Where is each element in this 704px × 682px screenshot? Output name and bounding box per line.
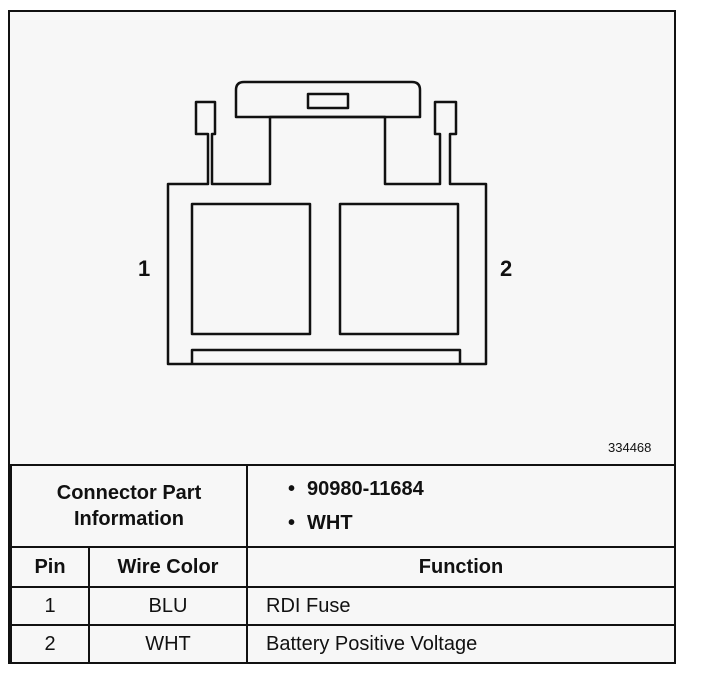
wire-color-cell: WHT [88, 624, 248, 664]
connector-color: WHT [288, 506, 674, 540]
function-cell: RDI Fuse [246, 586, 676, 626]
function-cell: Battery Positive Voltage [246, 624, 676, 664]
part-info-row: Connector Part Information 90980-11684 W… [10, 464, 676, 548]
pin-1-label: 1 [138, 256, 151, 281]
connector-diagram: 1 2 334468 [10, 12, 674, 464]
latch-tab [234, 80, 422, 119]
pin-header: Pin [10, 546, 90, 588]
part-number: 90980-11684 [288, 472, 674, 506]
pin-cell: 1 [10, 586, 90, 626]
connector-part-label: Connector Part Information [10, 464, 248, 548]
connector-info-table: Connector Part Information 90980-11684 W… [10, 464, 676, 664]
wire-color-header: Wire Color [88, 546, 248, 588]
table-row: 1 BLU RDI Fuse [10, 586, 676, 626]
figure-id: 334468 [608, 440, 652, 455]
header-row: Pin Wire Color Function [10, 546, 676, 588]
connector-body [166, 100, 488, 366]
latch-nub [306, 92, 350, 110]
connector-drawing [166, 80, 488, 366]
table-row: 2 WHT Battery Positive Voltage [10, 624, 676, 664]
connector-frame: 1 2 334468 Connector Part Information 90… [8, 10, 676, 664]
cavity-pin-2 [338, 202, 460, 336]
cavity-pin-1 [190, 202, 312, 336]
bottom-rail [190, 348, 462, 364]
pin-2-label: 2 [500, 256, 513, 281]
connector-part-label-line2: Information [74, 508, 184, 530]
connector-part-label-line1: Connector Part [56, 482, 202, 504]
function-header: Function [246, 546, 676, 588]
pin-cell: 2 [10, 624, 90, 664]
wire-color-cell: BLU [88, 586, 248, 626]
connector-part-values: 90980-11684 WHT [246, 464, 676, 548]
